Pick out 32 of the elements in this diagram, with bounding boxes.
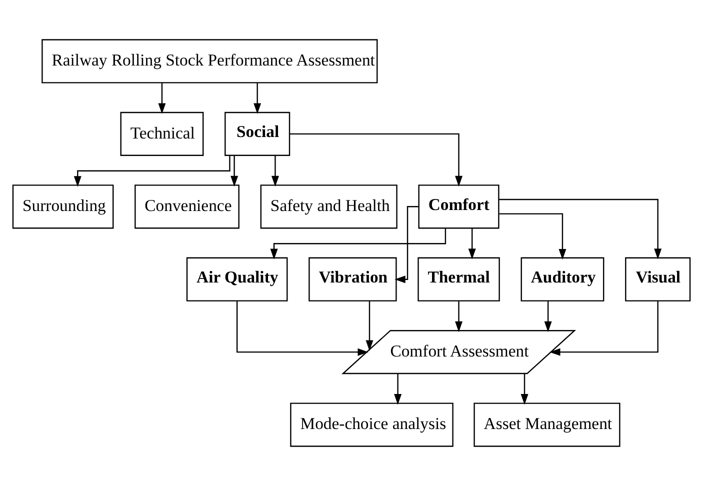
node-box: Comfort [418,184,500,228]
arrow [394,373,402,404]
node-box: Auditory [520,256,604,301]
node-box: Asset Management [474,402,620,446]
node-box: Visual [625,256,691,301]
node-box: Surrounding [12,184,114,228]
arrow [520,373,528,404]
node-box: Safety and Health [260,184,398,228]
node-box: Convenience [134,184,240,228]
node-box: Mode-choice analysis [290,402,454,446]
node-box: Thermal [418,256,500,301]
arrow [366,300,374,350]
arrow [394,206,418,283]
arrow [468,228,476,259]
arrow [499,212,566,260]
arrow [550,300,658,356]
arrow [236,300,368,356]
arrow [290,132,463,186]
arrow [254,82,262,114]
node-box: Vibration [308,256,397,301]
arrow [455,300,463,332]
arrow [270,228,446,260]
arrow [544,300,552,332]
arrow [74,154,230,186]
node-box: Railway Rolling Stock Performance Assessment [42,38,378,83]
arrow [499,198,662,259]
node-box: Technical [120,111,204,156]
arrow [230,155,238,186]
arrow [158,82,166,114]
arrow [271,155,279,186]
node-box: Social [224,111,290,156]
node-box: Air Quality [186,256,288,301]
